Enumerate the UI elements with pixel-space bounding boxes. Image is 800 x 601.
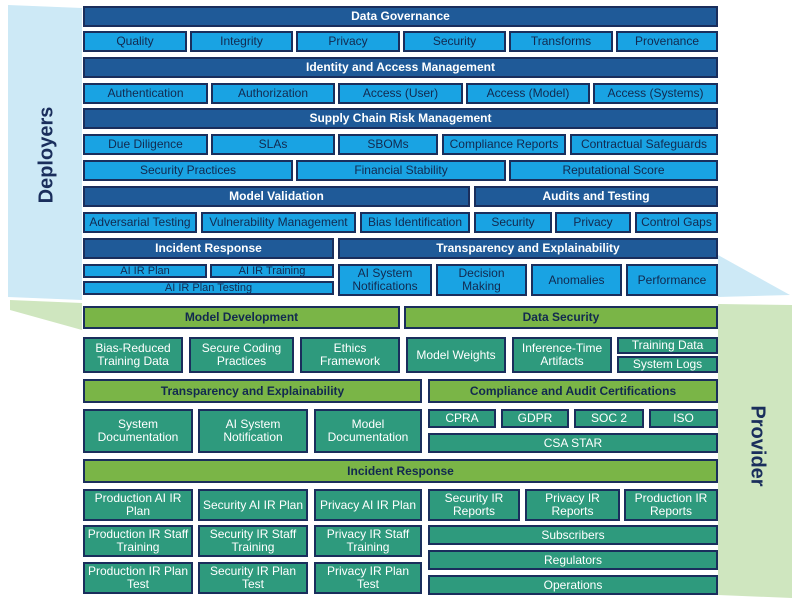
production-ir-reports-box: Production IR Reports: [624, 489, 718, 521]
inference-time-artifacts-box: Inference-Time Artifacts: [512, 337, 612, 373]
audit-security-box: Security: [474, 212, 552, 233]
integrity-box: Integrity: [190, 31, 293, 52]
ethics-framework-box: Ethics Framework: [300, 337, 400, 373]
security-practices-box: Security Practices: [83, 160, 293, 181]
ai-ir-training-box: AI IR Training: [210, 264, 334, 278]
deployer-incident-response-header: Incident Response: [83, 238, 334, 259]
bias-identification-box: Bias Identification: [360, 212, 470, 233]
provider-label: Provider: [746, 405, 769, 487]
security-box: Security: [403, 31, 506, 52]
control-gaps-box: Control Gaps: [635, 212, 718, 233]
financial-stability-box: Financial Stability: [296, 160, 506, 181]
deployer-band-right: [718, 255, 790, 297]
data-governance-header: Data Governance: [83, 6, 718, 27]
ai-system-notifications-box: AI System Notifications: [338, 264, 432, 296]
model-documentation-box: Model Documentation: [314, 409, 422, 453]
ai-ir-plan-box: AI IR Plan: [83, 264, 207, 278]
operations-box: Operations: [428, 575, 718, 595]
privacy-ir-staff-training-box: Privacy IR Staff Training: [314, 525, 422, 557]
security-ir-plan-test-box: Security IR Plan Test: [198, 562, 308, 594]
transforms-box: Transforms: [509, 31, 613, 52]
adversarial-testing-box: Adversarial Testing: [83, 212, 197, 233]
csa-star-box: CSA STAR: [428, 433, 718, 453]
privacy-ir-reports-box: Privacy IR Reports: [525, 489, 620, 521]
model-development-header: Model Development: [83, 306, 400, 329]
secure-coding-practices-box: Secure Coding Practices: [189, 337, 294, 373]
production-ai-ir-plan-box: Production AI IR Plan: [83, 489, 193, 521]
supply-chain-header: Supply Chain Risk Management: [83, 108, 718, 129]
subscribers-box: Subscribers: [428, 525, 718, 545]
privacy-ir-plan-test-box: Privacy IR Plan Test: [314, 562, 422, 594]
provider-band: [10, 300, 82, 330]
compliance-header: Compliance and Audit Certifications: [428, 379, 718, 403]
training-data-box: Training Data: [617, 337, 718, 354]
slas-box: SLAs: [211, 134, 335, 155]
decision-making-box: Decision Making: [436, 264, 527, 296]
production-ir-plan-test-box: Production IR Plan Test: [83, 562, 193, 594]
regulators-box: Regulators: [428, 550, 718, 570]
privacy-ai-ir-plan-box: Privacy AI IR Plan: [314, 489, 422, 521]
provenance-box: Provenance: [616, 31, 718, 52]
deployer-band: [8, 5, 82, 300]
iam-header: Identity and Access Management: [83, 57, 718, 78]
model-weights-box: Model Weights: [406, 337, 506, 373]
security-ir-staff-training-box: Security IR Staff Training: [198, 525, 308, 557]
due-diligence-box: Due Diligence: [83, 134, 208, 155]
provider-band-right: [718, 304, 792, 598]
sboms-box: SBOMs: [338, 134, 438, 155]
system-documentation-box: System Documentation: [83, 409, 193, 453]
bias-reduced-training-data-box: Bias-Reduced Training Data: [83, 337, 183, 373]
privacy-box: Privacy: [296, 31, 400, 52]
security-ai-ir-plan-box: Security AI IR Plan: [198, 489, 308, 521]
access-systems-box: Access (Systems): [593, 83, 718, 104]
performance-box: Performance: [626, 264, 718, 296]
system-logs-box: System Logs: [617, 356, 718, 373]
audit-privacy-box: Privacy: [555, 212, 631, 233]
compliance-reports-box: Compliance Reports: [442, 134, 566, 155]
reputational-score-box: Reputational Score: [509, 160, 718, 181]
ai-ir-plan-testing-box: AI IR Plan Testing: [83, 281, 334, 295]
production-ir-staff-training-box: Production IR Staff Training: [83, 525, 193, 557]
deployers-label: Deployers: [35, 106, 58, 204]
provider-incident-response-header: Incident Response: [83, 459, 718, 483]
audits-testing-header: Audits and Testing: [474, 186, 718, 207]
authentication-box: Authentication: [83, 83, 208, 104]
gdpr-box: GDPR: [501, 409, 569, 428]
vulnerability-management-box: Vulnerability Management: [201, 212, 356, 233]
iso-box: ISO: [649, 409, 718, 428]
access-model-box: Access (Model): [466, 83, 590, 104]
quality-box: Quality: [83, 31, 187, 52]
data-security-header: Data Security: [404, 306, 718, 329]
anomalies-box: Anomalies: [531, 264, 622, 296]
provider-transparency-header: Transparency and Explainability: [83, 379, 422, 403]
ai-system-notification-box: AI System Notification: [198, 409, 308, 453]
authorization-box: Authorization: [211, 83, 335, 104]
soc2-box: SOC 2: [574, 409, 644, 428]
cpra-box: CPRA: [428, 409, 496, 428]
security-ir-reports-box: Security IR Reports: [428, 489, 520, 521]
access-user-box: Access (User): [338, 83, 463, 104]
contractual-safeguards-box: Contractual Safeguards: [570, 134, 718, 155]
model-validation-header: Model Validation: [83, 186, 470, 207]
deployer-transparency-header: Transparency and Explainability: [338, 238, 718, 259]
